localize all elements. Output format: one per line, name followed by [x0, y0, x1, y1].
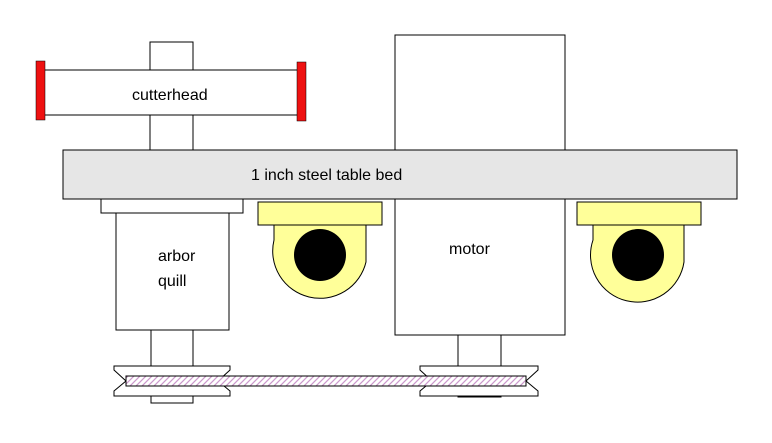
- motor-label: motor: [449, 241, 491, 258]
- bearing-block-right: [576, 201, 702, 303]
- arbor-quill: [115, 212, 230, 331]
- table-bed: [62, 149, 738, 200]
- cutterhead-blade-left: [35, 60, 46, 121]
- cutterhead-blade-right: [296, 61, 307, 122]
- bearing-core-right: [612, 229, 664, 281]
- arbor-flange: [100, 198, 244, 214]
- cutterhead-body: [43, 69, 303, 116]
- drive-belt: [125, 375, 527, 387]
- bearing-core-left: [294, 229, 346, 281]
- arbor-quill-label-line1: arbor: [158, 248, 196, 265]
- table-bed-label: 1 inch steel table bed: [251, 167, 402, 184]
- cutterhead-label: cutterhead: [132, 87, 208, 104]
- bearing-block-left: [257, 201, 383, 299]
- arbor-quill-label-line2: quill: [158, 273, 186, 290]
